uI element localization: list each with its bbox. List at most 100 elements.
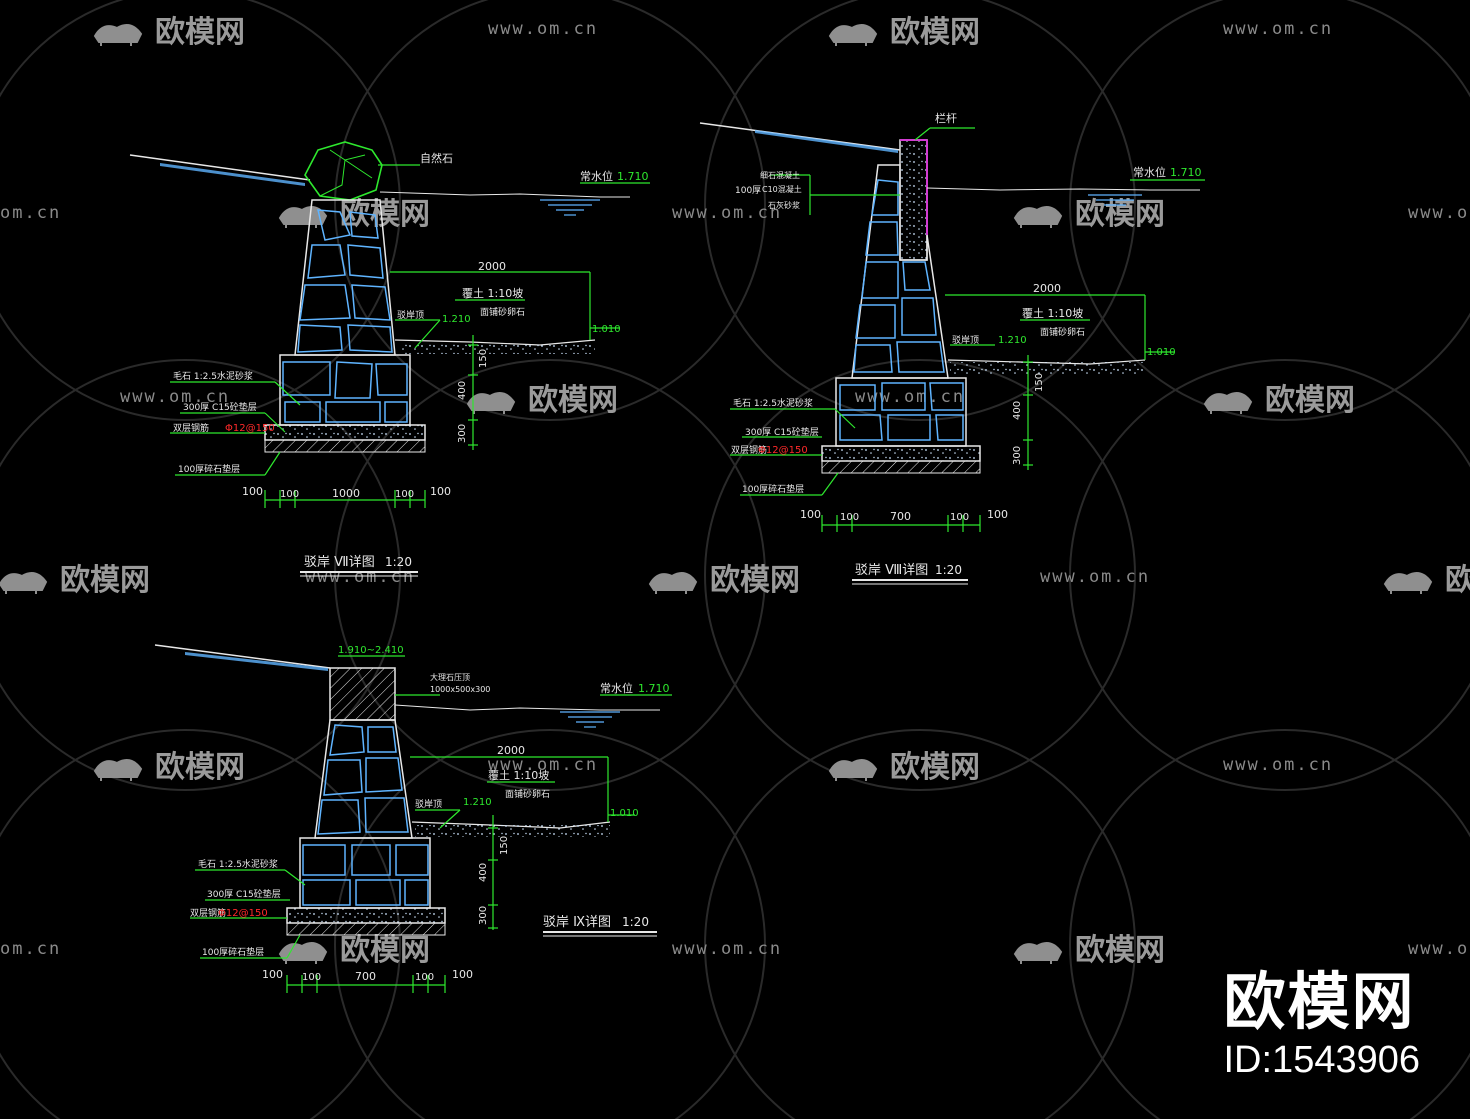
watermark-url: www.om.cn [488, 755, 598, 775]
s1-dim-v-400: 400 [457, 381, 468, 400]
s1-title: 驳岸 Ⅶ详图 [304, 555, 375, 570]
s1-dim-h-2: 1000 [332, 487, 360, 500]
s1-dim-h-3: 100 [395, 489, 414, 500]
watermark-layer: 欧模网欧模网欧模网欧模网欧模网欧模网欧模网欧模网欧模网欧模网欧模网欧模网欧模网w… [0, 15, 1470, 968]
s1-water-level-label: 常水位 [580, 169, 613, 183]
s2-dim-h-0: 100 [800, 508, 821, 521]
sofa-logo-icon [1013, 942, 1063, 964]
s3-note-gravel: 100厚碎石垫层 [202, 946, 264, 958]
s1-note-rebar: 双层钢筋 [173, 422, 209, 434]
s2-slope-label: 覆土 1:10坡 [1022, 307, 1083, 320]
watermark-brand: 欧模网 [155, 15, 245, 50]
s3-water-level-value: 1.710 [638, 682, 670, 695]
section-3-drawing [154, 644, 672, 993]
brand-id: ID:1543906 [1223, 1039, 1421, 1081]
s2-dim-h-4: 100 [987, 508, 1008, 521]
s1-bank-elev: 1.210 [442, 314, 471, 325]
watermark-arc [704, 359, 1136, 791]
sofa-logo-icon [1383, 572, 1433, 594]
s1-dim-h-0: 100 [242, 485, 263, 498]
watermark-brand: 欧模网 [1265, 383, 1355, 418]
s1-dim-v-300: 300 [457, 424, 468, 443]
s1-scale: 1:20 [385, 555, 412, 569]
s3-slope-width: 2000 [497, 744, 525, 757]
watermark-brand: 欧模网 [340, 933, 430, 968]
watermark-url: om.cn [0, 939, 61, 959]
s2-note-top-1: C10混凝土 [762, 184, 802, 194]
s3-note-concrete: 300厚 C15砼垫层 [207, 888, 281, 900]
watermark-arc [0, 359, 401, 791]
s2-rebar-spec: Φ12@150 [758, 445, 808, 456]
s3-rebar-spec: Φ12@150 [218, 908, 268, 919]
watermark-arc [1069, 359, 1470, 791]
sofa-logo-icon [828, 759, 878, 781]
sofa-logo-icon [278, 206, 328, 228]
s2-dim-h-1: 100 [840, 512, 859, 523]
watermark-brand: 欧模网 [710, 563, 800, 598]
watermark-brand: 欧模网 [60, 563, 150, 598]
s2-dim-v-150: 150 [1034, 373, 1045, 392]
s3-note-stone: 毛石 1:2.5水泥砂浆 [198, 858, 278, 870]
s3-water-level-label: 常水位 [600, 681, 633, 695]
s2-thickness: 100厚 [735, 185, 761, 196]
watermark-arc [1069, 0, 1470, 421]
s1-slope-width: 2000 [478, 260, 506, 273]
sofa-logo-icon [466, 392, 516, 414]
s2-slope-width: 2000 [1033, 282, 1061, 295]
s3-dim-h-1: 100 [302, 972, 321, 983]
s2-note-gravel: 100厚碎石垫层 [742, 483, 804, 495]
s2-water-level-label: 常水位 [1133, 165, 1166, 179]
s1-water-level-value: 1.710 [617, 170, 649, 183]
watermark-url: www.om.cn [855, 387, 965, 407]
watermark-brand: 欧模网 [890, 750, 980, 785]
s1-dim-v-150: 150 [478, 349, 489, 368]
sofa-logo-icon [278, 942, 328, 964]
watermark-brand: 欧模网 [155, 750, 245, 785]
s2-dim-h-3: 100 [950, 512, 969, 523]
watermark-url: www.om.cn [1408, 939, 1470, 959]
s2-water-level-value: 1.710 [1170, 166, 1202, 179]
s2-note-top-2: 石灰砂浆 [768, 200, 800, 210]
sofa-logo-icon [1013, 206, 1063, 228]
s3-dim-h-3: 100 [415, 972, 434, 983]
sofa-logo-icon [0, 572, 48, 594]
s2-note-top-0: 细石混凝土 [760, 170, 800, 180]
watermark-url: om.cn [0, 203, 61, 223]
watermark-url: www.om.cn [1408, 203, 1470, 223]
watermark-brand: 欧模网 [890, 15, 980, 50]
sofa-logo-icon [93, 759, 143, 781]
s3-title: 驳岸 Ⅸ详图 [543, 915, 611, 930]
watermark-url: www.om.cn [672, 939, 782, 959]
watermark-arc [704, 0, 1136, 421]
watermark-brand: 欧模网 [340, 197, 430, 232]
watermark-arc [334, 0, 766, 421]
s2-note-rebar: 双层钢筋 [731, 444, 767, 456]
s1-top-label: 自然石 [420, 151, 453, 165]
sofa-logo-icon [648, 572, 698, 594]
watermark-arc [704, 729, 1136, 1119]
s2-bank-elev: 1.210 [998, 335, 1027, 346]
s3-slope-label: 覆土 1:10坡 [488, 769, 549, 782]
s1-rebar-spec: Φ12@150 [225, 423, 275, 434]
s2-note-concrete: 300厚 C15砼垫层 [745, 426, 819, 438]
s1-slope-label: 覆土 1:10坡 [462, 287, 523, 300]
watermark-brand: 欧模网 [1075, 933, 1165, 968]
sofa-logo-icon [1203, 392, 1253, 414]
s2-sand-label: 面铺砂卵石 [1040, 326, 1085, 338]
s3-bottom-elev: 1.010 [610, 808, 639, 819]
watermark-url: www.om.cn [1040, 567, 1150, 587]
s3-sand-label: 面铺砂卵石 [505, 788, 550, 800]
s3-bank-elev: 1.210 [463, 797, 492, 808]
s2-note-stone: 毛石 1:2.5水泥砂浆 [733, 397, 813, 409]
s3-dim-v-150: 150 [499, 836, 510, 855]
s1-dim-h-1: 100 [280, 489, 299, 500]
s2-scale: 1:20 [935, 563, 962, 577]
s2-top-label: 栏杆 [935, 111, 957, 125]
watermark-brand: 欧模网 [1445, 563, 1470, 598]
watermark-url: www.om.cn [488, 19, 598, 39]
watermark-url: www.om.cn [305, 567, 415, 587]
sofa-logo-icon [828, 24, 878, 46]
corner-brand: 欧模网 ID:1543906 [1223, 971, 1421, 1081]
